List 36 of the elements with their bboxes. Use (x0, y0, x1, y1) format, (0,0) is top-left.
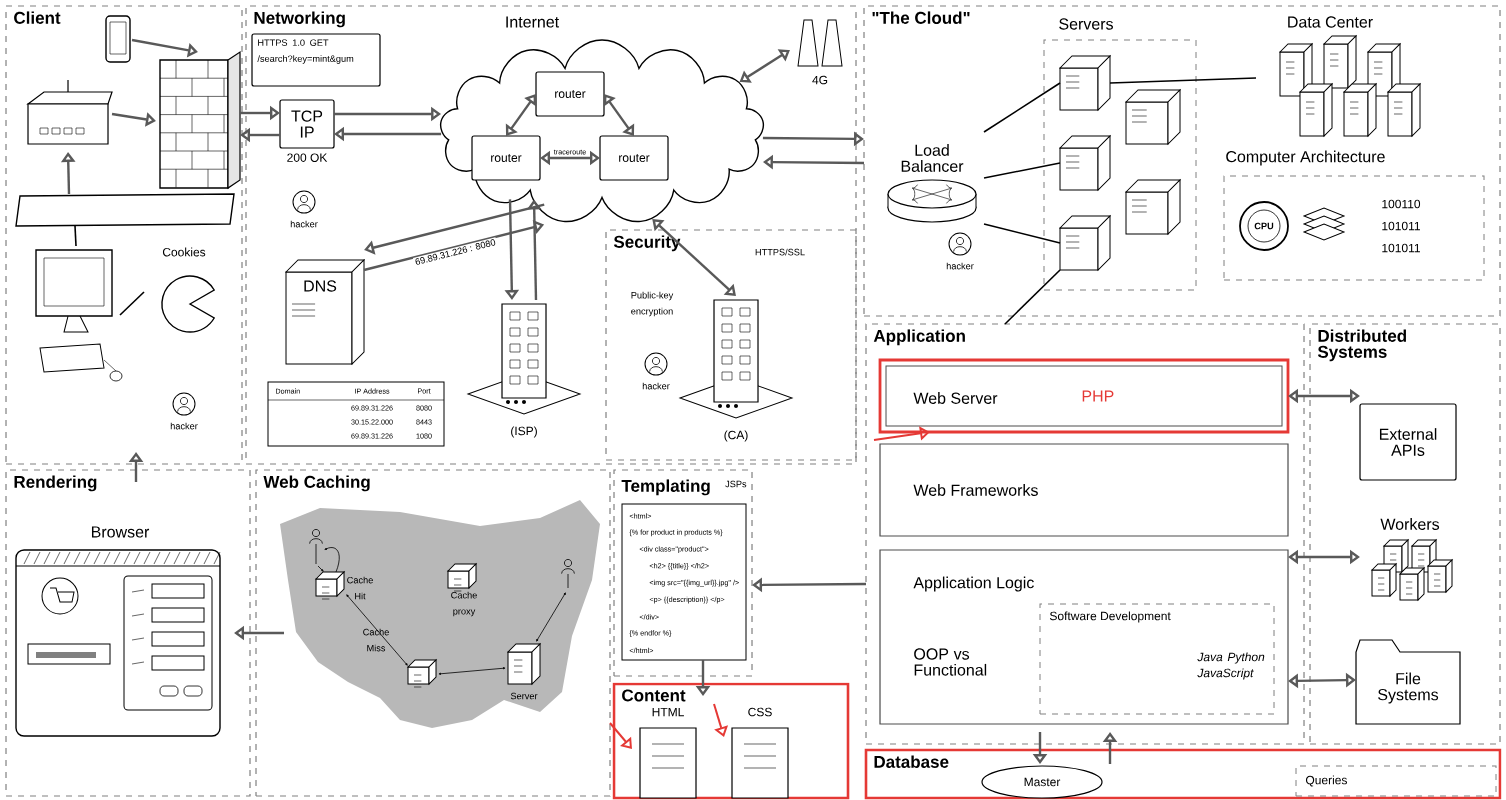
url-banner (15, 193, 235, 227)
load-balancer: Load Balancer (887, 144, 977, 223)
node-label: Computer Architecture (1226, 150, 1385, 166)
arrow (609, 722, 632, 749)
server-icon (1125, 179, 1181, 235)
arrow (873, 426, 930, 441)
api-box: External APIs (1359, 403, 1457, 481)
workers: Workers (1371, 518, 1453, 601)
arrow (1288, 388, 1360, 404)
arrow (505, 94, 537, 136)
server-icon (1125, 89, 1181, 145)
arrow (540, 150, 600, 166)
computer-drawing (35, 249, 123, 382)
data-center: Data Center (1279, 16, 1421, 137)
dns-server: DNS (285, 259, 365, 365)
node-label: Data Center (1288, 16, 1373, 28)
node-label: Servers (1059, 18, 1113, 30)
folder: File Systems (1355, 639, 1461, 725)
server-icon (1059, 55, 1111, 111)
node-label: Workers (1380, 518, 1440, 530)
node-label: Load Balancer (901, 144, 964, 172)
arrow (652, 219, 736, 296)
node-label: Browser (91, 526, 150, 538)
phone-icon (105, 15, 131, 63)
server-group: Servers (1043, 18, 1197, 291)
server-icon (1059, 215, 1111, 271)
server-icon (1059, 135, 1111, 191)
arrow (364, 203, 545, 255)
browser-window: Browser (15, 526, 221, 737)
framework-band: Web Frameworks (879, 443, 1289, 537)
arrow (1288, 672, 1356, 689)
arrow (1288, 549, 1360, 565)
web-server-band: Web Server PHP (878, 358, 1290, 434)
arrow (603, 94, 635, 136)
node-label: Internet (506, 16, 560, 28)
arrow (713, 703, 729, 737)
